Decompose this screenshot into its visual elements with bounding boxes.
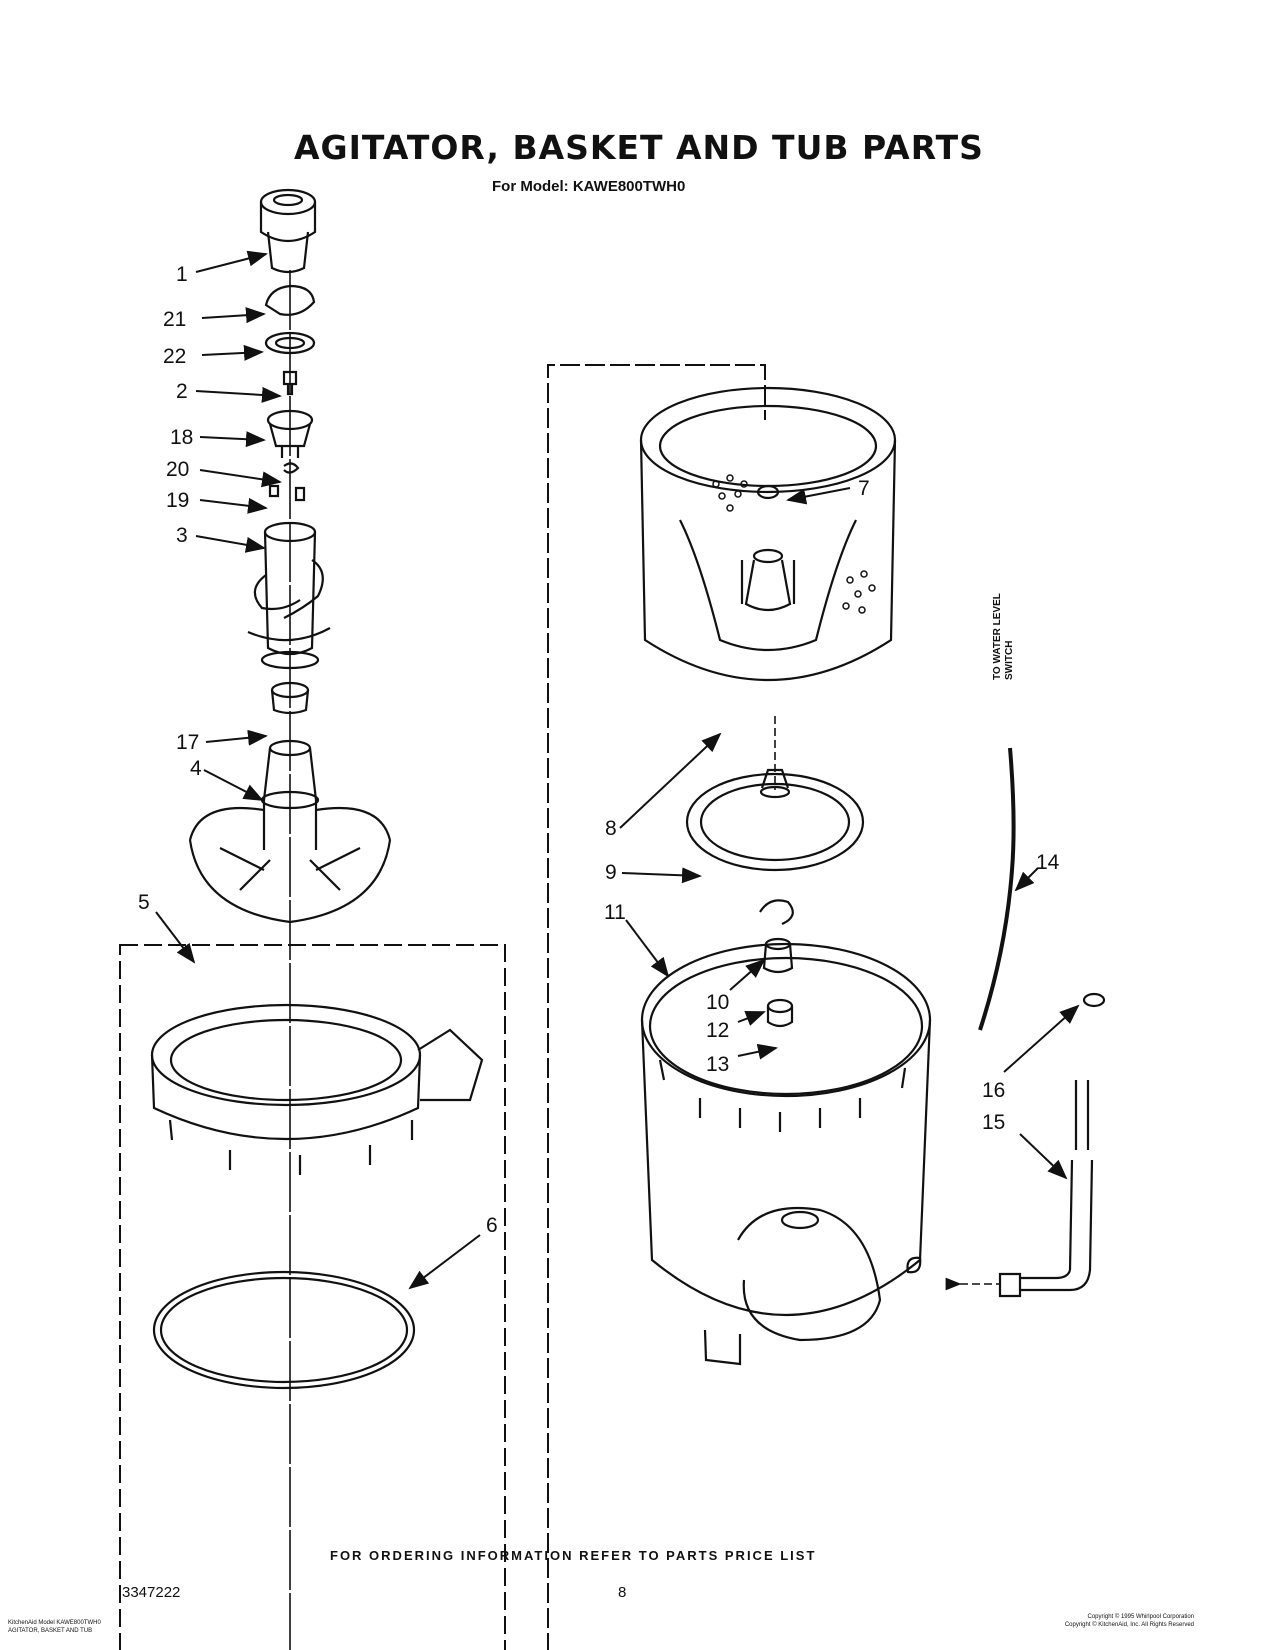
tub-ring bbox=[150, 1003, 484, 1175]
callout-10: 10 bbox=[706, 991, 730, 1014]
document-number: 3347222 bbox=[122, 1584, 181, 1601]
callout-12: 12 bbox=[706, 1019, 730, 1042]
leader-7 bbox=[786, 487, 851, 505]
bolt bbox=[282, 370, 298, 396]
leader-15 bbox=[1019, 1133, 1068, 1180]
callout-21: 21 bbox=[163, 308, 187, 331]
callout-2: 2 bbox=[176, 380, 188, 403]
leader-11 bbox=[625, 919, 670, 978]
leader-21 bbox=[201, 307, 266, 324]
leader-5 bbox=[155, 911, 196, 964]
callout-4: 4 bbox=[190, 757, 202, 780]
leader-19 bbox=[199, 497, 268, 514]
footer-left-line1: KitchenAid Model KAWE800TWH0 bbox=[8, 1620, 101, 1626]
callout-14: 14 bbox=[1036, 851, 1060, 874]
ordering-note: FOR ORDERING INFORMATION REFER TO PARTS … bbox=[330, 1548, 817, 1563]
water-level-switch-label: TO WATER LEVEL SWITCH bbox=[992, 593, 1016, 680]
callout-19: 19 bbox=[166, 489, 190, 512]
callout-8: 8 bbox=[605, 817, 617, 840]
leader-22 bbox=[201, 344, 264, 361]
leader-6 bbox=[408, 1234, 481, 1290]
hose-fitting bbox=[998, 1272, 1022, 1298]
model-subtitle: For Model: KAWE800TWH0 bbox=[492, 178, 686, 195]
drain-hose bbox=[1020, 1080, 1094, 1292]
agitator-cap bbox=[259, 188, 317, 274]
basket-drive-box bbox=[119, 944, 506, 1650]
page-title: AGITATOR, BASKET AND TUB PARTS bbox=[294, 128, 984, 167]
leader-1 bbox=[195, 250, 268, 273]
hose-clamp bbox=[1082, 992, 1106, 1008]
callout-11: 11 bbox=[604, 901, 626, 924]
leader-13 bbox=[737, 1043, 778, 1060]
basket bbox=[639, 386, 897, 681]
agitator-barrel bbox=[247, 521, 331, 670]
callout-6: 6 bbox=[486, 1214, 498, 1237]
page-number: 8 bbox=[618, 1584, 627, 1601]
leader-12 bbox=[737, 1010, 766, 1026]
leader-16 bbox=[1003, 1004, 1080, 1073]
cam-ring bbox=[264, 284, 316, 316]
callout-5: 5 bbox=[138, 891, 150, 914]
leader-9 bbox=[621, 867, 702, 884]
callout-18: 18 bbox=[170, 426, 194, 449]
leader-4 bbox=[203, 769, 264, 801]
callout-1: 1 bbox=[176, 263, 188, 286]
callout-9: 9 bbox=[605, 861, 617, 884]
footer-left-line2: AGITATOR, BASKET AND TUB bbox=[8, 1628, 93, 1634]
footer-right-line2: Copyright © KitchenAid, Inc. All Rights … bbox=[1064, 1622, 1194, 1628]
footer-right-line1: Copyright © 1995 Whirlpool Corporation bbox=[1087, 1614, 1194, 1620]
dogs bbox=[268, 484, 306, 502]
leader-17 bbox=[205, 729, 268, 746]
retaining-ring bbox=[759, 899, 794, 926]
leader-14 bbox=[1014, 867, 1039, 892]
leader-18 bbox=[199, 431, 266, 448]
leader-10 bbox=[729, 958, 766, 991]
side-label-line1: TO WATER LEVEL bbox=[992, 593, 1003, 680]
callout-15: 15 bbox=[982, 1111, 1006, 1134]
leader-3 bbox=[195, 535, 266, 553]
callout-16: 16 bbox=[982, 1079, 1006, 1102]
spring bbox=[283, 462, 300, 474]
hub-13 bbox=[766, 998, 794, 1028]
callout-20: 20 bbox=[166, 458, 190, 481]
side-label-line2: SWITCH bbox=[1004, 640, 1015, 680]
leader-8 bbox=[619, 732, 722, 829]
tub-seal bbox=[152, 1270, 416, 1390]
callout-17: 17 bbox=[176, 731, 200, 754]
callout-22: 22 bbox=[163, 345, 187, 368]
level-hose bbox=[978, 747, 1016, 1031]
outer-tub bbox=[640, 942, 932, 1366]
leader-2 bbox=[195, 386, 282, 403]
callout-3: 3 bbox=[176, 524, 188, 547]
leader-20 bbox=[199, 469, 282, 488]
callout-7: 7 bbox=[858, 477, 870, 500]
callout-13: 13 bbox=[706, 1053, 730, 1076]
clutch-plate bbox=[685, 768, 865, 872]
